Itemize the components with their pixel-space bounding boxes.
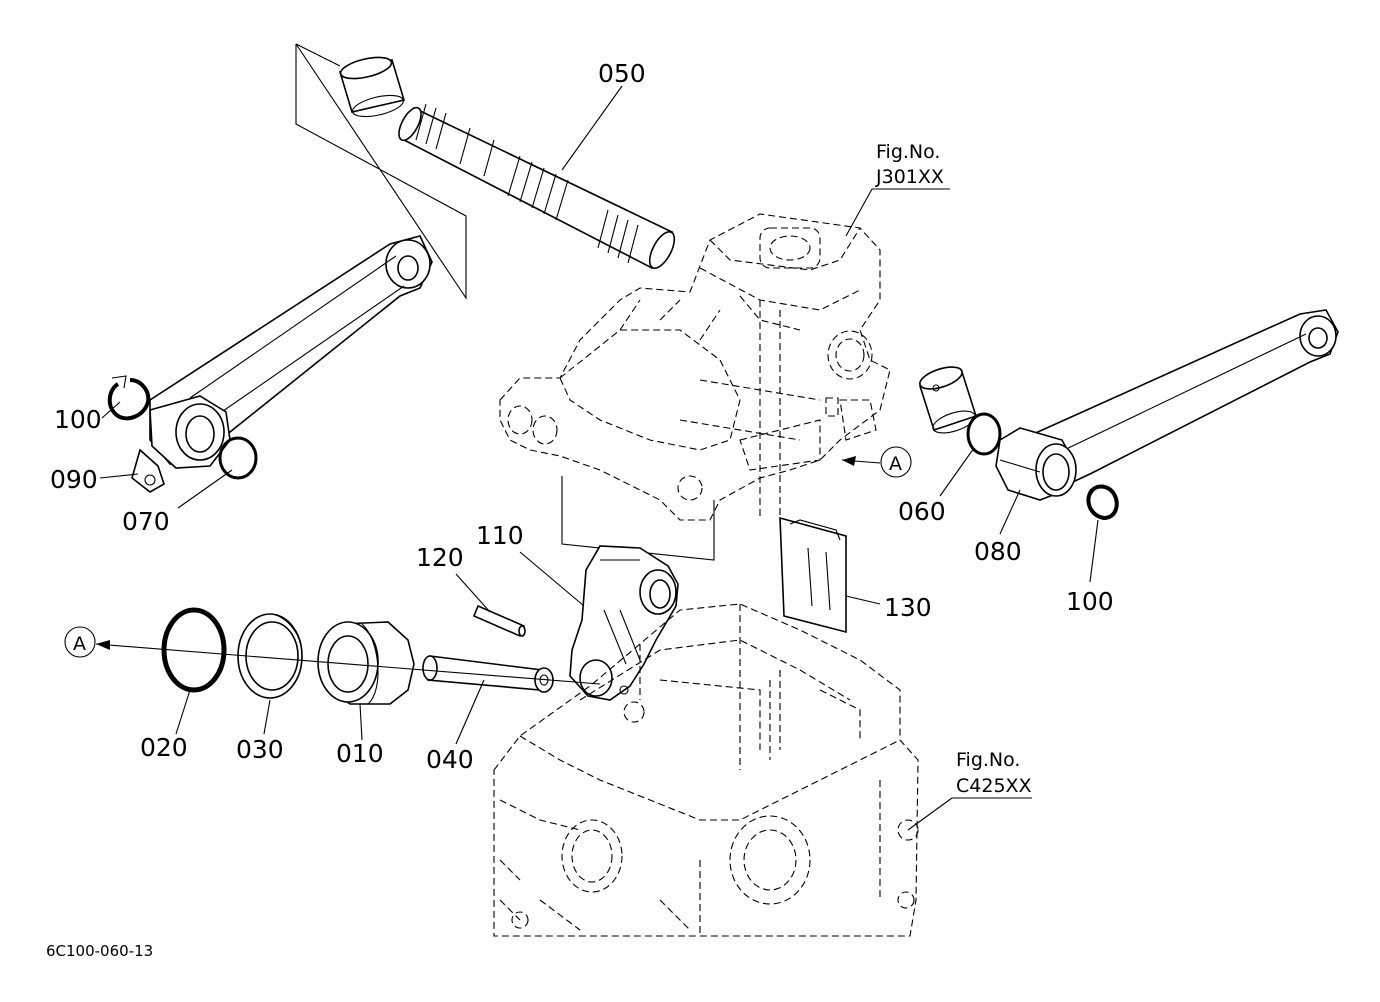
o-ring-020 — [161, 607, 227, 693]
backup-ring-030 — [237, 613, 303, 699]
bushing-upper — [338, 56, 406, 118]
transmission-case — [493, 603, 919, 937]
figure-ref-upper[interactable]: Fig.No. J301XX — [845, 141, 950, 237]
fig-no-value-upper: J301XX — [875, 166, 944, 188]
label-090: 090 — [50, 465, 98, 494]
figure-ref-lower[interactable]: Fig.No. C425XX — [907, 749, 1032, 831]
lift-arm-left — [131, 235, 433, 493]
o-ring-060 — [966, 412, 1002, 456]
label-020: 020 — [140, 733, 188, 762]
snap-ring-right — [1086, 484, 1119, 521]
label-010: 010 — [336, 739, 384, 768]
shaft-bracket-top — [295, 43, 341, 67]
fig-no-label-upper: Fig.No. — [876, 141, 940, 163]
diagram-code: 6C100-060-13 — [46, 942, 153, 960]
piston-rod-040 — [422, 655, 554, 693]
label-120: 120 — [416, 543, 464, 572]
bushing-right — [918, 366, 978, 434]
fig-no-value-lower: C425XX — [956, 775, 1032, 797]
label-060: 060 — [898, 497, 946, 526]
ref-a-left-text: A — [73, 633, 86, 655]
reference-a-left[interactable]: A — [64, 626, 110, 658]
snap-ring-left — [107, 375, 151, 421]
plate-130 — [779, 516, 847, 634]
label-100-left: 100 — [54, 405, 102, 434]
piston-axis-line — [95, 643, 601, 685]
fig-no-label-lower: Fig.No. — [956, 749, 1020, 771]
label-050: 050 — [598, 59, 646, 88]
lift-arm-110 — [569, 545, 679, 701]
label-040: 040 — [426, 745, 474, 774]
label-080: 080 — [974, 537, 1022, 566]
label-130: 130 — [884, 593, 932, 622]
pin-120 — [472, 604, 526, 638]
label-110: 110 — [476, 521, 524, 550]
leader-lines — [99, 85, 1099, 745]
shaft-bracket-line — [295, 43, 467, 300]
ref-a-right-text: A — [889, 453, 902, 475]
label-100-right: 100 — [1066, 587, 1114, 616]
o-ring-070 — [218, 436, 258, 480]
reference-a-right[interactable]: A — [841, 446, 912, 478]
cylinder-housing — [499, 213, 891, 521]
label-070: 070 — [122, 507, 170, 536]
label-030: 030 — [236, 735, 284, 764]
lift-shaft-050 — [398, 103, 676, 270]
lift-arm-right — [995, 309, 1339, 501]
